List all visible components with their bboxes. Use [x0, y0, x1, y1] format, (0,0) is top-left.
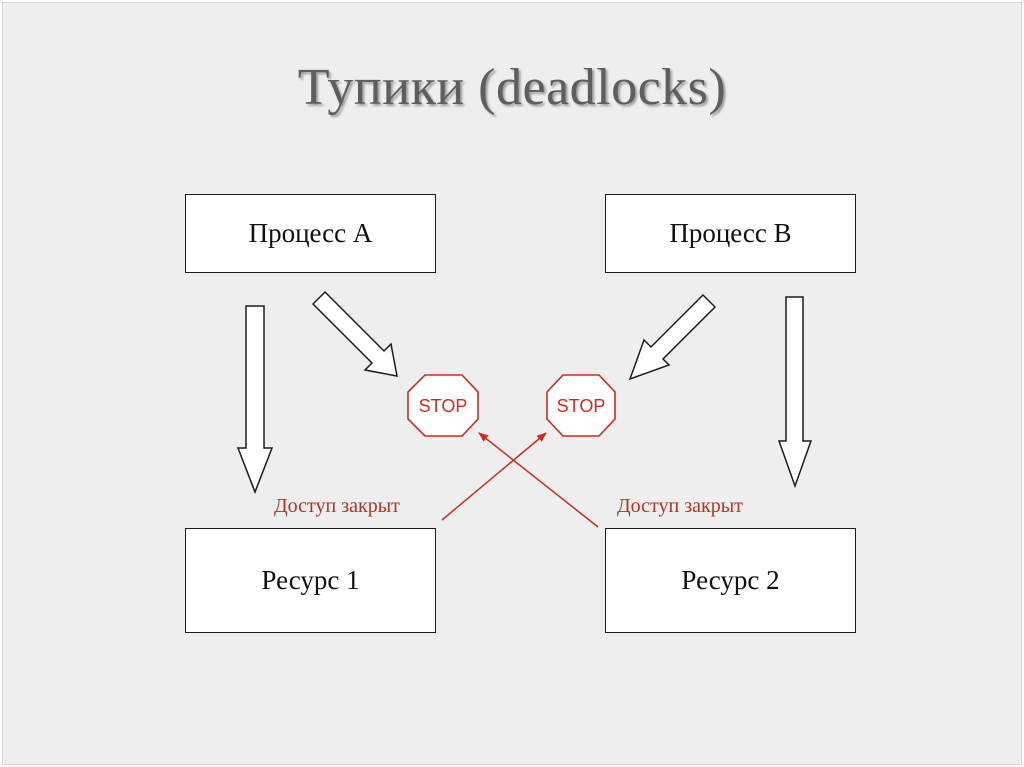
process-a-box: Процесс А	[185, 194, 436, 273]
arrow-process-a-to-stop-left	[311, 290, 398, 377]
arrow-process-b-to-stop-right	[628, 293, 717, 381]
resource-2-box: Ресурс 2	[605, 528, 856, 633]
arrow-process-a-to-resource-1	[236, 305, 274, 495]
resource-1-label: Ресурс 1	[261, 565, 360, 595]
slide-title: Тупики (deadlocks)	[297, 59, 727, 116]
resource-2-label: Ресурс 2	[681, 565, 780, 595]
stop-sign-left: STOP	[407, 374, 479, 437]
process-b-label: Процесс В	[669, 218, 792, 248]
resource-1-box: Ресурс 1	[185, 528, 436, 633]
stop-sign-right-text: STOP	[557, 396, 606, 416]
red-arrow-resource-2-to-stop-left	[478, 432, 599, 528]
red-arrow-resource-1-to-stop-right	[441, 432, 547, 521]
stop-sign-right: STOP	[546, 374, 616, 437]
process-b-box: Процесс В	[605, 194, 856, 273]
access-denied-label-right: Доступ закрыт	[617, 495, 743, 517]
arrow-process-b-to-resource-2	[777, 296, 813, 489]
access-denied-label-left: Доступ закрыт	[274, 495, 400, 517]
process-a-label: Процесс А	[248, 218, 373, 248]
stop-sign-left-text: STOP	[419, 396, 468, 416]
